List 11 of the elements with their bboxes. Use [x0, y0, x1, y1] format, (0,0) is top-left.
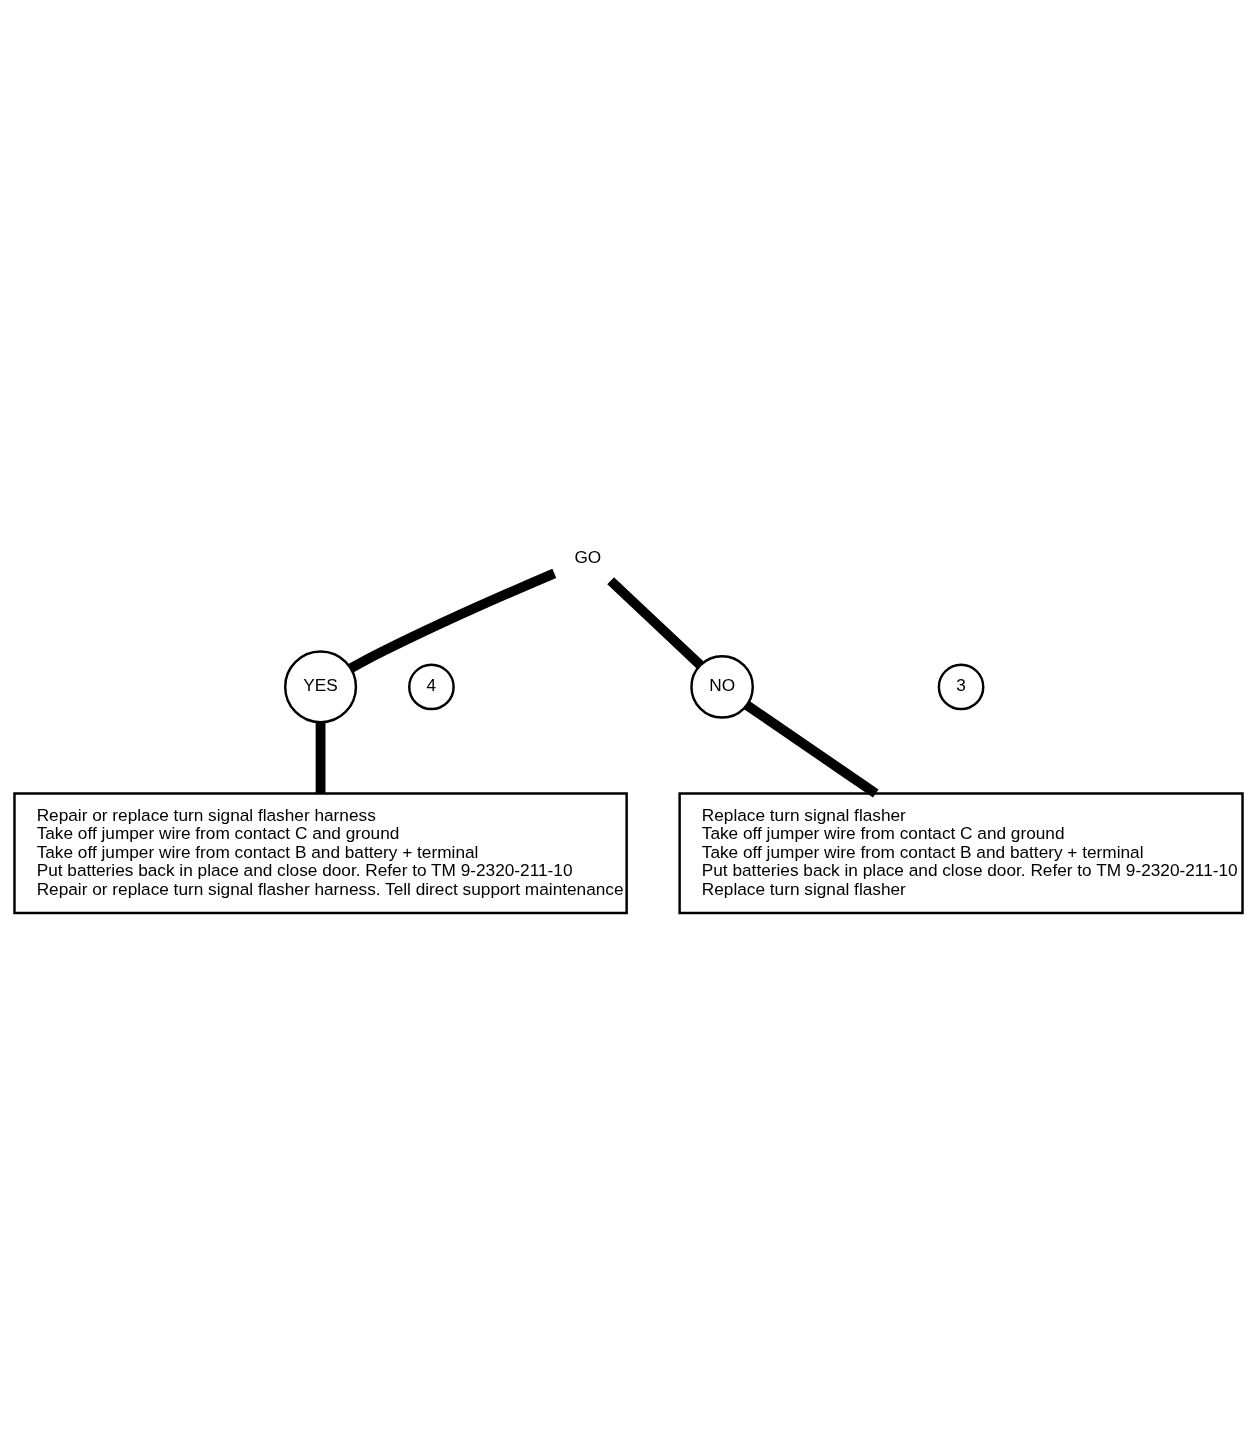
node-circle: 4	[408, 663, 455, 711]
node-box: Repair or replace turn signal flasher harness Take off jumper wire from contact C and ground Take off jumper wire from contact B and battery + terminal Put batteries back in place and close door. Refer to TM 9-2320-211-10 Repair or replace turn signal flasher harness. Tell direct support maintenance	[13, 792, 628, 915]
connector	[744, 701, 879, 798]
node-text: GO	[574, 546, 602, 567]
node-circle: YES	[283, 650, 358, 724]
connector	[348, 568, 557, 673]
connector	[315, 722, 326, 794]
node-circle: 3	[937, 663, 985, 711]
node-box: Replace turn signal flasher Take off jumper wire from contact C and ground Take off jumper wire from contact B and battery + terminal Put batteries back in place and close door. Refer to TM 9-2320-211-10 Replace turn signal flasher	[678, 792, 1244, 915]
connector	[607, 577, 704, 669]
node-circle: NO	[690, 655, 754, 719]
